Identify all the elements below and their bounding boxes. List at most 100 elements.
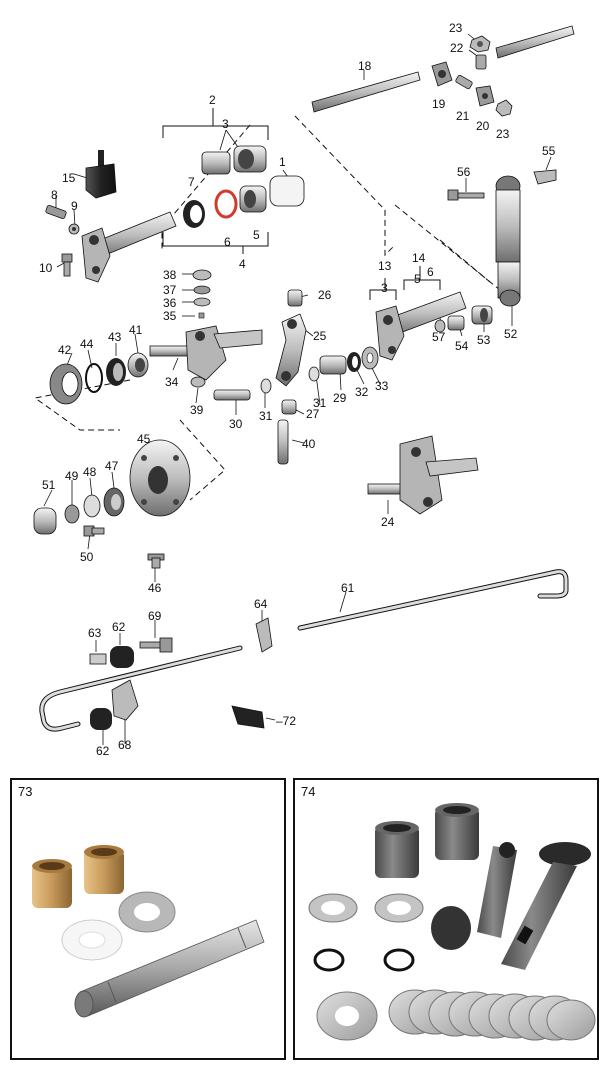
callout-34: 34: [165, 375, 179, 389]
callout-25: 25: [313, 329, 327, 343]
callout-41: 41: [129, 323, 143, 337]
seal-32: [347, 352, 361, 372]
seal-1-white: [269, 175, 305, 207]
spindle-assembly-24: [367, 435, 479, 515]
o-ring-left: [313, 948, 345, 972]
stud-46: [147, 553, 165, 569]
callout-53: 53: [477, 333, 491, 347]
callout-50: 50: [80, 550, 94, 564]
callout-5b: 5: [414, 272, 421, 286]
callout-38: 38: [163, 268, 177, 282]
callout-labels: 2 3 1 7 6 5 4 15 8 9 10 18 23 22 19 21 2…: [39, 21, 556, 758]
group-brackets: [162, 108, 441, 300]
thrust-washer-right: [374, 893, 424, 923]
spring-44: [85, 363, 103, 393]
trailing-arm-lower: [375, 291, 467, 361]
callout-55: 55: [542, 144, 556, 158]
kit-73-illustration: [32, 845, 265, 1018]
callout-18: 18: [358, 59, 372, 73]
callout-48: 48: [83, 465, 97, 479]
bolt-69: [139, 637, 173, 653]
washer-31-left: [260, 378, 272, 394]
bearing-41: [127, 352, 149, 378]
callout-24: 24: [381, 515, 395, 529]
washer-33: [361, 346, 379, 370]
callout-20: 20: [476, 119, 490, 133]
callout-45: 45: [137, 432, 151, 446]
callout-22: 22: [450, 41, 464, 55]
seal-6-red: [214, 189, 238, 219]
seal-7-black: [183, 200, 205, 228]
steel-bushing-left: [375, 821, 419, 878]
bushing-26: [287, 289, 303, 307]
kit-photo-panel-73: 73: [10, 778, 286, 1060]
callout-44: 44: [80, 337, 94, 351]
clamp-68: [111, 679, 139, 721]
callout-15: 15: [62, 171, 76, 185]
leader-lines: [43, 33, 552, 745]
bolt-50: [83, 525, 105, 537]
link-25: [275, 313, 307, 387]
callout-64: 64: [254, 597, 268, 611]
callout-2: 2: [209, 93, 216, 107]
callout-39: 39: [190, 403, 204, 417]
spindle-34: [149, 325, 263, 381]
panel-73-label: 73: [18, 784, 33, 799]
nut-9: [68, 223, 80, 235]
callout-1: 1: [279, 155, 286, 169]
callout-4: 4: [239, 257, 246, 271]
callout-30: 30: [229, 417, 243, 431]
bracket-55: [533, 169, 557, 185]
bronze-bushing-right: [84, 845, 124, 894]
callout-10: 10: [39, 261, 53, 275]
bushing-29: [319, 355, 347, 375]
white-washer: [61, 919, 123, 961]
callout-33: 33: [375, 379, 389, 393]
callout-6: 6: [224, 235, 231, 249]
callout-62-lower: 62: [96, 744, 110, 758]
clamp-64: [255, 617, 273, 653]
torsion-bar-upper: [495, 25, 575, 59]
callout-27: 27: [306, 407, 320, 421]
torsion-bar-18: [311, 71, 421, 113]
king-pin: [74, 919, 265, 1018]
bolt-56: [447, 189, 485, 201]
callout-49: 49: [65, 469, 79, 483]
callout-52: 52: [504, 327, 518, 341]
callout-46: 46: [148, 581, 162, 595]
nut-23-lower: [495, 99, 513, 117]
pin-30: [213, 389, 251, 401]
bracket-72: [231, 705, 265, 729]
kit-74-illustration: [308, 803, 596, 1041]
callout-61: 61: [341, 581, 355, 595]
callout-3b: 3: [381, 281, 388, 295]
link-pin-right: [501, 842, 591, 970]
large-shim: [316, 991, 378, 1041]
bushing-5: [239, 185, 267, 213]
clamp-20: [475, 85, 495, 107]
callout-14: 14: [412, 251, 426, 265]
callout-7: 7: [188, 175, 195, 189]
callout-43: 43: [108, 330, 122, 344]
callout-3: 3: [222, 117, 229, 131]
bushing-62-upper: [110, 646, 134, 668]
callout-21: 21: [456, 109, 470, 123]
callout-8: 8: [51, 188, 58, 202]
callout-40: 40: [302, 437, 316, 451]
shock-absorber-52: [495, 175, 521, 307]
bearing-47: [103, 487, 125, 517]
washer-39: [190, 376, 206, 388]
bushing-62-lower: [90, 708, 112, 730]
callout-31-right: 31: [313, 396, 327, 410]
callout-57: 57: [432, 330, 446, 344]
parts-53-57: [434, 305, 493, 333]
callout-19: 19: [432, 97, 446, 111]
clamp-19: [431, 61, 453, 87]
thrust-washer-left: [308, 893, 358, 923]
callout-42: 42: [58, 343, 72, 357]
callout-26: 26: [318, 288, 332, 302]
shim-stack: [388, 989, 596, 1041]
callout-5: 5: [253, 228, 260, 242]
panel-74-label: 74: [301, 784, 316, 799]
bump-stop-15: [85, 150, 117, 199]
